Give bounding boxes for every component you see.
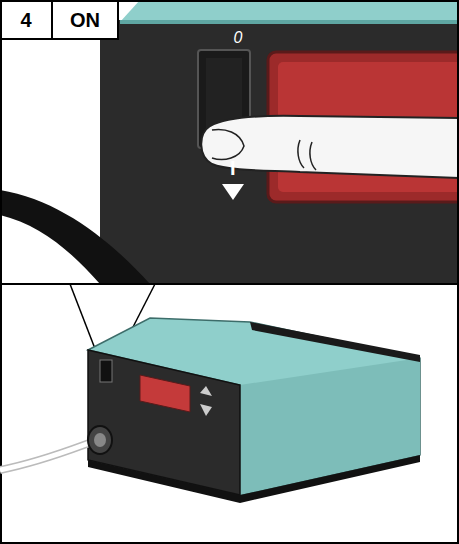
down-button xyxy=(200,404,212,416)
tool-cable xyxy=(0,442,92,470)
on-arrow xyxy=(222,184,244,200)
heat-sink xyxy=(250,322,420,362)
housing-side xyxy=(240,358,420,495)
cable xyxy=(0,190,150,284)
tool-cable-core xyxy=(0,442,92,470)
station-front xyxy=(88,350,240,495)
fingernail xyxy=(212,130,244,160)
knuckle-lines xyxy=(298,140,316,170)
base xyxy=(88,455,420,503)
step-number: 4 xyxy=(21,10,32,30)
housing-edge xyxy=(120,0,459,22)
connector-core xyxy=(94,433,106,447)
connector xyxy=(88,426,112,454)
small-display xyxy=(140,375,190,412)
off-mark: 0 xyxy=(234,30,243,46)
housing-shadow xyxy=(120,20,459,24)
header-cell xyxy=(1,1,52,39)
finger xyxy=(201,116,459,178)
up-button xyxy=(200,386,212,396)
small-switch xyxy=(100,360,112,382)
on-mark: I xyxy=(230,158,236,178)
divider xyxy=(0,283,459,285)
header-cell xyxy=(52,1,118,39)
soldering-station xyxy=(0,318,420,503)
switch-rocker xyxy=(206,58,242,128)
closeup-view xyxy=(0,0,459,284)
step-title: ON xyxy=(70,10,100,30)
